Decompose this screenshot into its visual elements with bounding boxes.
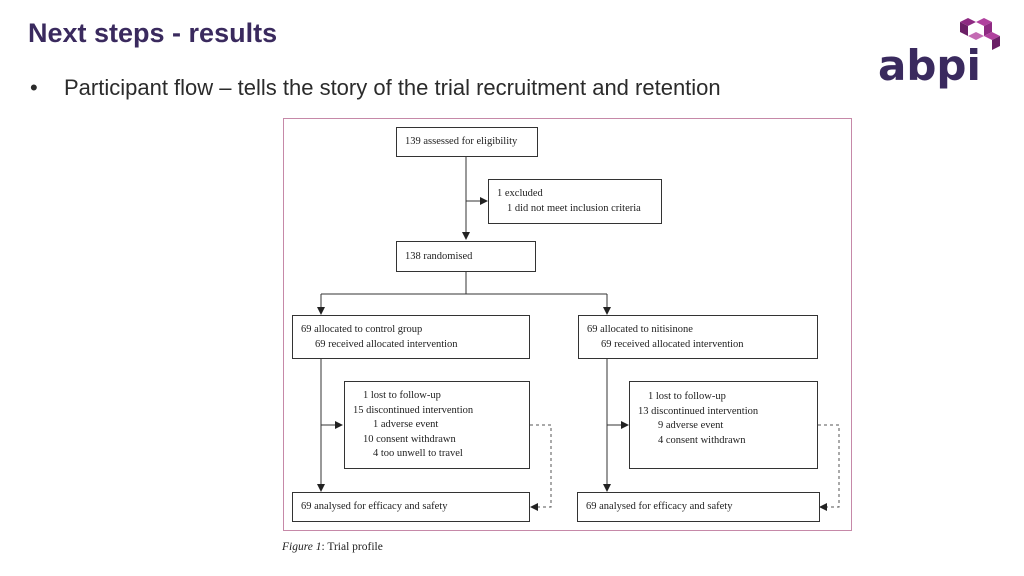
assessed-box: 139 assessed for eligibility — [396, 127, 538, 157]
figure-caption: Figure 1: Trial profile — [282, 541, 383, 553]
nitisinone-analysed-text: 69 analysed for efficacy and safety — [586, 501, 733, 512]
excluded-reason: 1 did not meet inclusion criteria — [507, 202, 641, 214]
bullet-marker: • — [30, 75, 38, 100]
control-allocated-box: 69 allocated to control group 69 receive… — [292, 315, 530, 359]
excluded-title: 1 excluded — [497, 188, 543, 199]
control-received-text: 69 received allocated intervention — [315, 338, 458, 350]
control-discontinued-text: 15 discontinued intervention — [353, 404, 474, 416]
nitisinone-dropout-box: 1 lost to follow-up 13 discontinued inte… — [629, 381, 818, 469]
abpi-logo: abpi — [878, 18, 1000, 90]
bullet-text: Participant flow – tells the story of th… — [64, 75, 721, 100]
caption-text: : Trial profile — [321, 541, 383, 553]
randomised-text: 138 randomised — [405, 251, 473, 262]
nitisinone-reason: 4 consent withdrawn — [658, 434, 746, 446]
nitisinone-allocated-box: 69 allocated to nitisinone 69 received a… — [578, 315, 818, 359]
control-allocated-text: 69 allocated to control group — [301, 324, 423, 335]
nitisinone-discontinued-text: 13 discontinued intervention — [638, 405, 759, 417]
control-lost-text: 1 lost to follow-up — [363, 390, 441, 401]
nitisinone-reason: 9 adverse event — [658, 420, 724, 431]
randomised-box: 138 randomised — [396, 241, 536, 272]
nitisinone-analysed-box: 69 analysed for efficacy and safety — [577, 492, 820, 522]
control-dropout-box: 1 lost to follow-up 15 discontinued inte… — [344, 381, 530, 469]
logo-mark-icon — [960, 18, 1000, 50]
control-reason: 1 adverse event — [373, 419, 439, 430]
logo-text: abpi — [878, 41, 981, 90]
nitisinone-lost-text: 1 lost to follow-up — [648, 391, 726, 402]
control-analysed-text: 69 analysed for efficacy and safety — [301, 501, 448, 512]
page-title: Next steps - results — [28, 18, 278, 48]
control-analysed-box: 69 analysed for efficacy and safety — [292, 492, 530, 522]
assessed-text: 139 assessed for eligibility — [405, 136, 518, 147]
figure-frame — [283, 118, 852, 531]
excluded-box: 1 excluded 1 did not meet inclusion crit… — [488, 179, 662, 224]
nitisinone-received-text: 69 received allocated intervention — [601, 338, 744, 350]
caption-label: Figure 1 — [282, 541, 322, 553]
control-reason: 4 too unwell to travel — [373, 448, 463, 459]
nitisinone-allocated-text: 69 allocated to nitisinone — [587, 324, 693, 335]
control-reason: 10 consent withdrawn — [363, 433, 456, 445]
